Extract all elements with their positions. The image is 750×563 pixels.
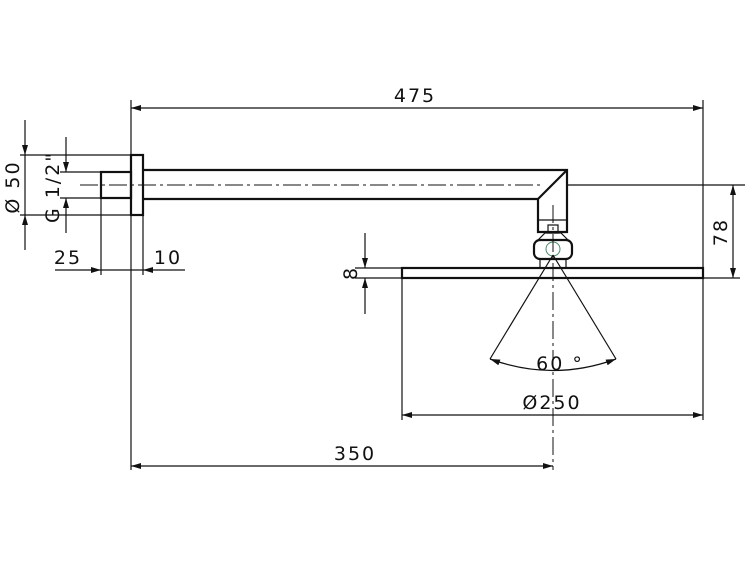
- dim-475: 475: [394, 85, 436, 107]
- dim-78: 78: [710, 218, 732, 246]
- shower-arm: [99, 153, 705, 280]
- dim-350: 350: [334, 443, 376, 465]
- dim-8: 8: [340, 266, 362, 280]
- dim-10: 10: [154, 247, 182, 269]
- dim-head-diameter: Ø250: [522, 392, 581, 414]
- dim-25: 25: [54, 247, 82, 269]
- arm-tube: [143, 168, 569, 234]
- dim-spray-angle: 60 °: [536, 353, 584, 375]
- dim-thread: G 1/2": [42, 151, 64, 223]
- dim-flange-diameter: Ø 50: [2, 160, 24, 213]
